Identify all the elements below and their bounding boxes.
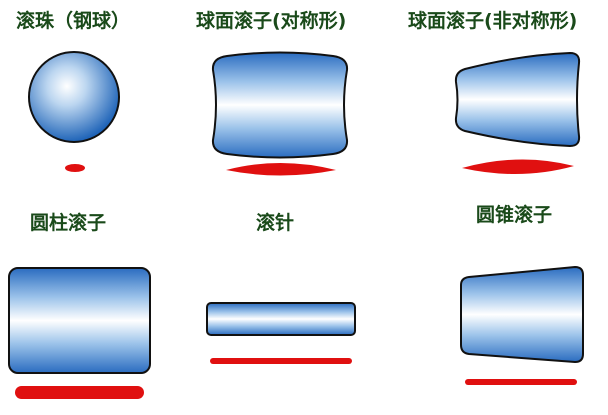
spherical-roller-asymmetric	[454, 51, 581, 175]
cylindrical-contact	[15, 386, 144, 399]
tapered-body	[460, 265, 584, 364]
ball-roller	[28, 51, 120, 172]
label-cylindrical: 圆柱滚子	[30, 212, 107, 234]
label-spherical-symmetric: 球面滚子(对称形)	[196, 10, 347, 32]
cylindrical-roller	[8, 267, 151, 399]
tapered-contact	[465, 379, 577, 385]
label-spherical-asymmetric: 球面滚子(非对称形)	[408, 10, 578, 32]
spherical-symmetric-body	[211, 51, 349, 159]
cylindrical-body	[8, 267, 151, 374]
spherical-asymmetric-contact	[462, 159, 574, 175]
needle-body	[206, 302, 356, 336]
spherical-roller-symmetric	[211, 51, 349, 176]
ball-body	[28, 51, 120, 143]
needle-contact	[210, 358, 352, 364]
tapered-roller	[460, 265, 584, 385]
label-tapered: 圆锥滚子	[476, 204, 553, 226]
spherical-symmetric-contact	[226, 163, 336, 176]
ball-contact-patch	[65, 164, 85, 172]
needle-roller	[206, 302, 356, 364]
label-ball: 滚珠（钢球）	[16, 10, 131, 32]
label-needle: 滚针	[256, 212, 295, 234]
spherical-asymmetric-body	[454, 51, 581, 148]
